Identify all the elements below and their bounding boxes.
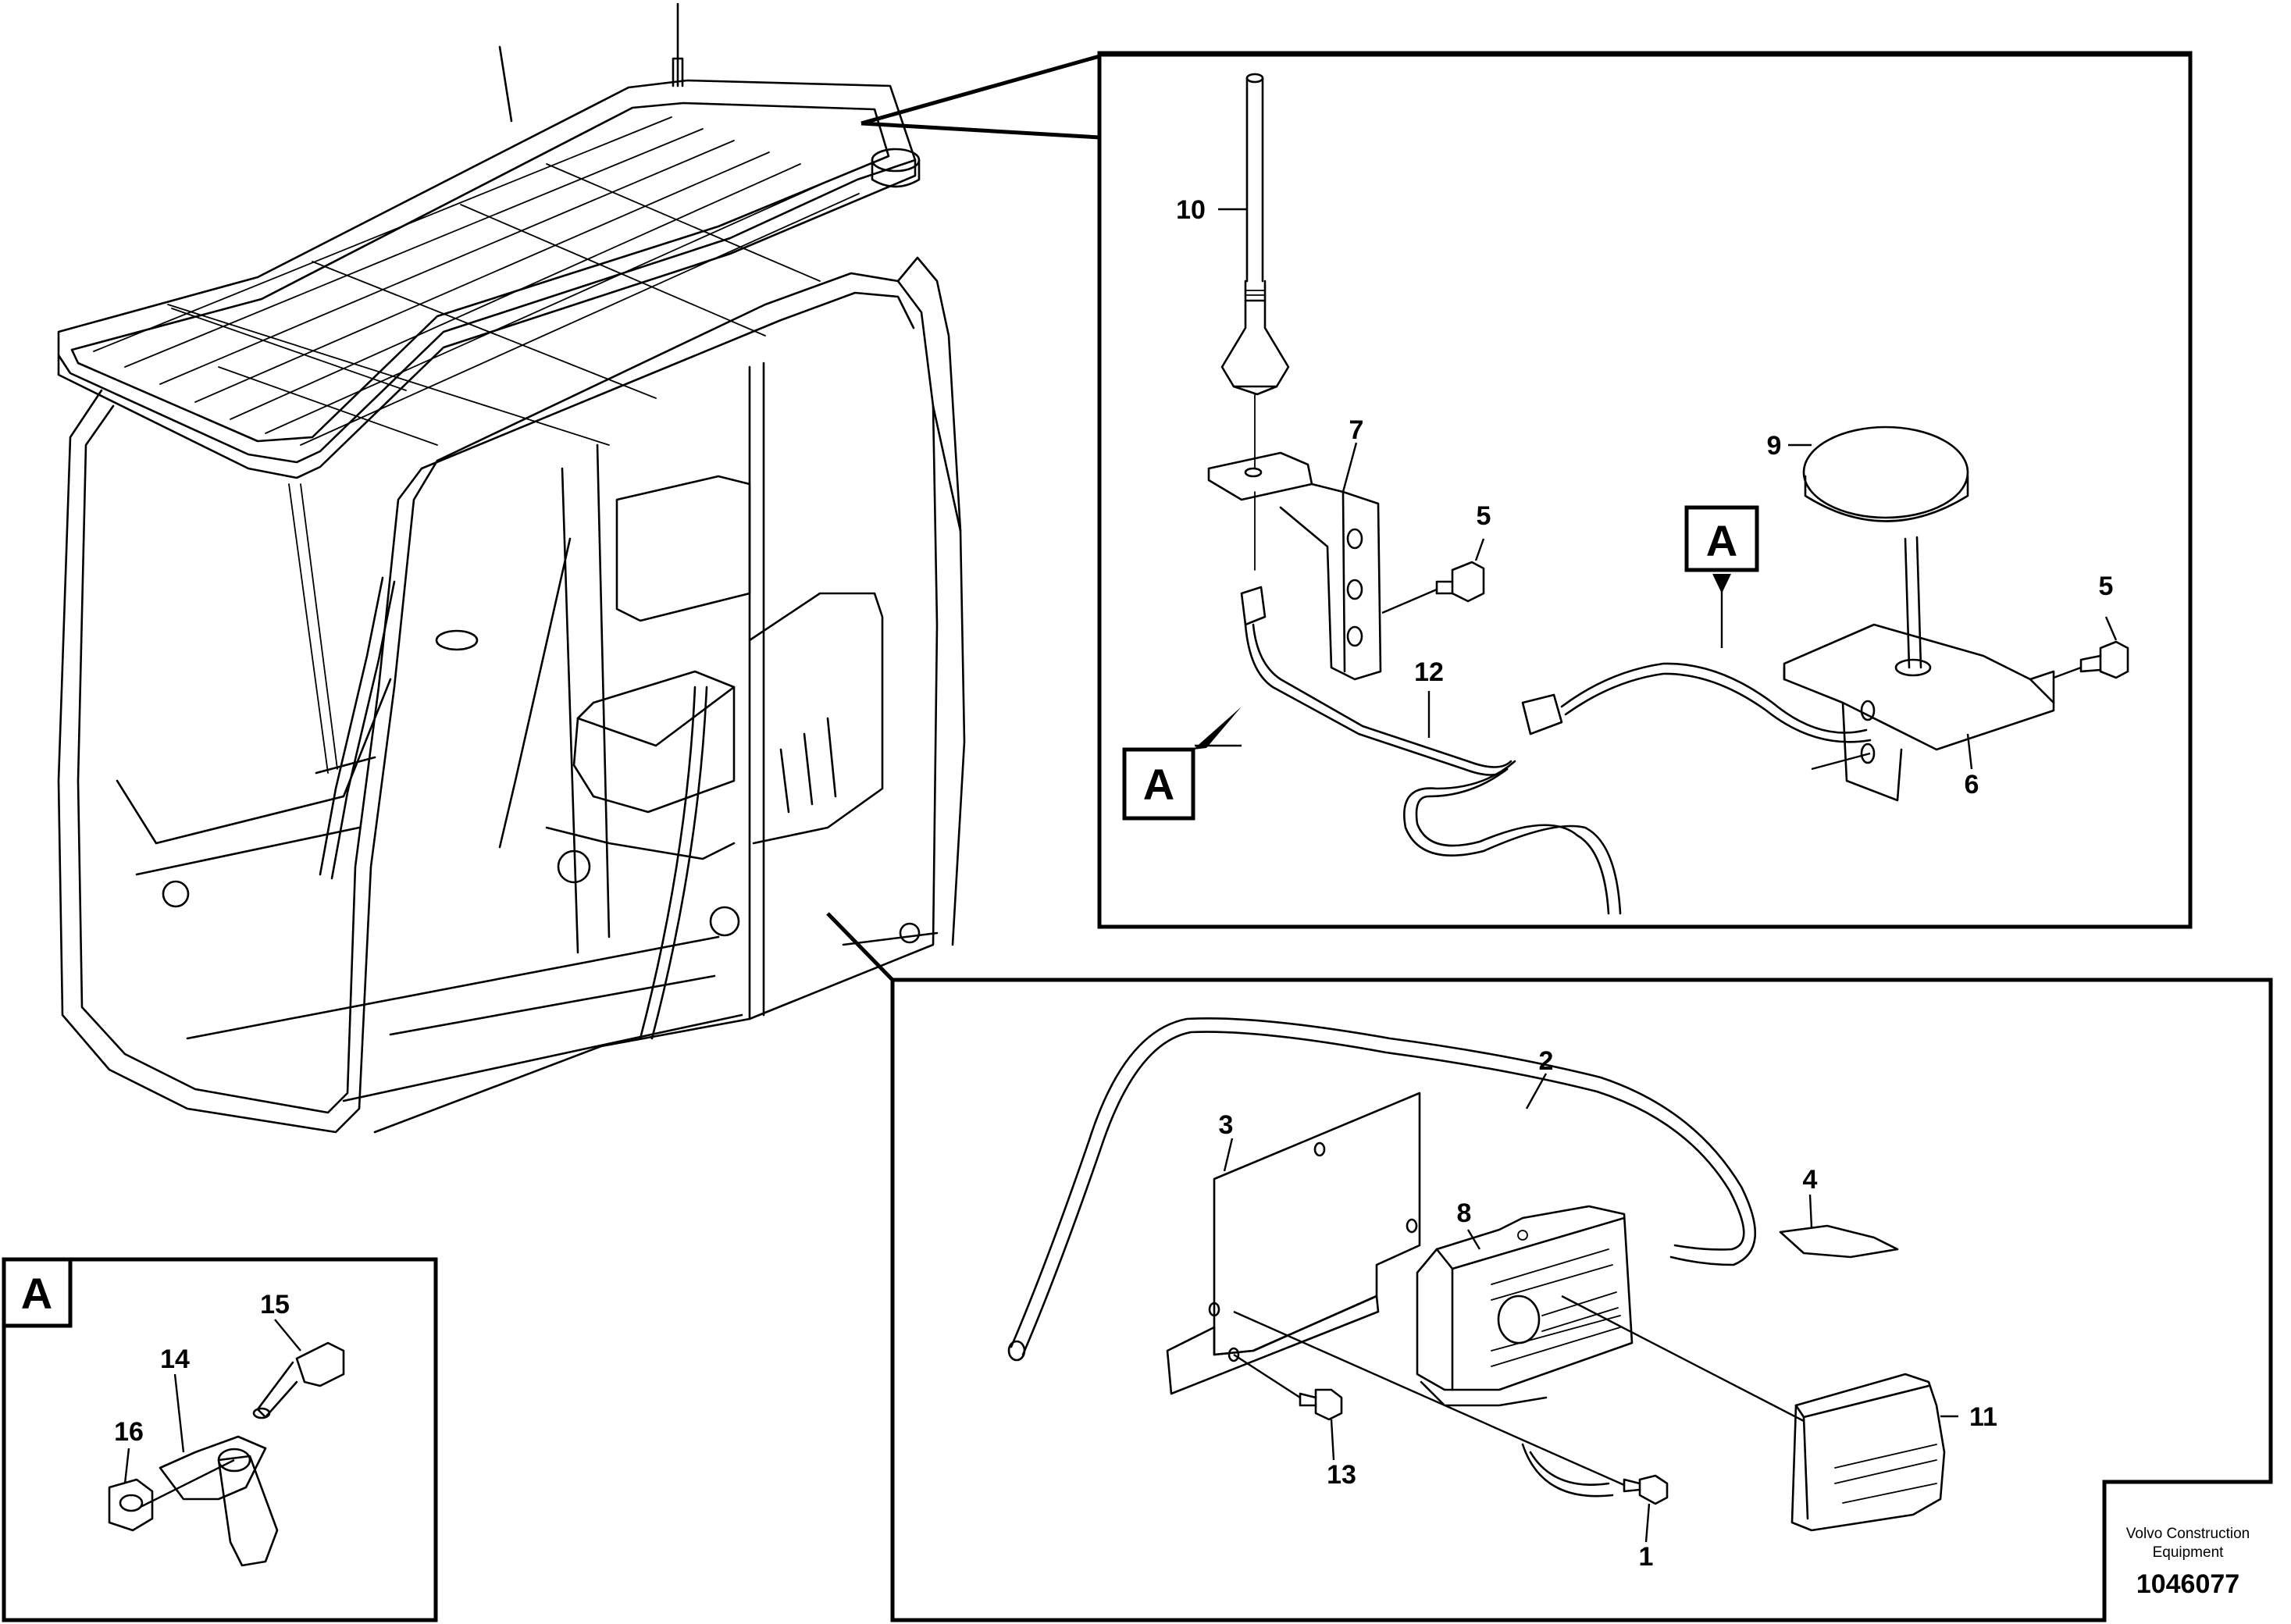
view-tag-label: A: [21, 1269, 52, 1318]
gps-bracket: [1783, 623, 2055, 802]
bottom-leaders: [1223, 1073, 1958, 1543]
view-tag-label: A: [1143, 760, 1174, 809]
screw-1: [1623, 1474, 1669, 1505]
module: [1790, 1373, 1946, 1532]
view-tag-top-mid: A: [1684, 505, 1759, 593]
callout-8: 8: [1457, 1198, 1472, 1228]
view-tag-left-panel: A: [2, 1257, 73, 1328]
screw-right: [2053, 640, 2129, 679]
mount-plate: [1166, 1092, 1421, 1395]
callout-5-left: 5: [1477, 501, 1491, 531]
control-unit: [1416, 1205, 1634, 1407]
arrow-icon: [1193, 707, 1242, 750]
callout-9: 9: [1767, 431, 1782, 461]
callout-5-right: 5: [2099, 572, 2114, 601]
harness: [1007, 1017, 1757, 1498]
antenna-cable: [1240, 586, 1872, 915]
callout-15: 15: [260, 1290, 290, 1320]
callout-7: 7: [1349, 415, 1364, 445]
brand-line-1: Volvo Construction: [2126, 1526, 2250, 1542]
nut: [108, 1478, 154, 1532]
callout-10: 10: [1176, 195, 1206, 225]
callout-2: 2: [1539, 1046, 1554, 1076]
view-tag-label: A: [1706, 516, 1737, 565]
cab-body: [57, 256, 966, 1134]
callout-16: 16: [114, 1417, 144, 1447]
callout-labels: 10 7 5 9 5 6 12 2 3 8 4 11 13 1 15 14 16: [114, 195, 2113, 1572]
cab-illustration: [57, 2, 966, 1134]
screw-left: [1381, 561, 1485, 614]
antenna-rod: [1220, 73, 1290, 571]
view-a-panel: [2, 1257, 438, 1622]
callout-11: 11: [1969, 1402, 1997, 1432]
callout-14: 14: [160, 1344, 190, 1374]
callout-4: 4: [1803, 1165, 1818, 1195]
screw-13: [1299, 1388, 1343, 1421]
control-unit-detail-panel: [826, 912, 2273, 1622]
callout-12: 12: [1414, 657, 1444, 687]
antenna-bracket: [1207, 451, 1382, 681]
antenna-detail-panel: [860, 51, 2193, 929]
callout-1: 1: [1639, 1542, 1654, 1572]
callout-13: 13: [1327, 1460, 1356, 1490]
cover-plate: [1779, 1224, 1899, 1259]
figure-code: 1046077: [2136, 1569, 2239, 1599]
gps-antenna: [1802, 426, 1969, 669]
top-leaders: [1218, 208, 2118, 771]
callout-3: 3: [1219, 1110, 1234, 1140]
callout-6: 6: [1965, 770, 1979, 800]
roof-guard: [57, 2, 921, 479]
view-tag-top-left: A: [1122, 707, 1242, 821]
spacer-plate: [159, 1435, 279, 1567]
flange-screw: [252, 1341, 345, 1419]
figure-footer: Volvo Construction Equipment 1046077: [2126, 1526, 2250, 1599]
arrow-icon: [1712, 574, 1731, 593]
brand-line-2: Equipment: [2153, 1544, 2225, 1561]
